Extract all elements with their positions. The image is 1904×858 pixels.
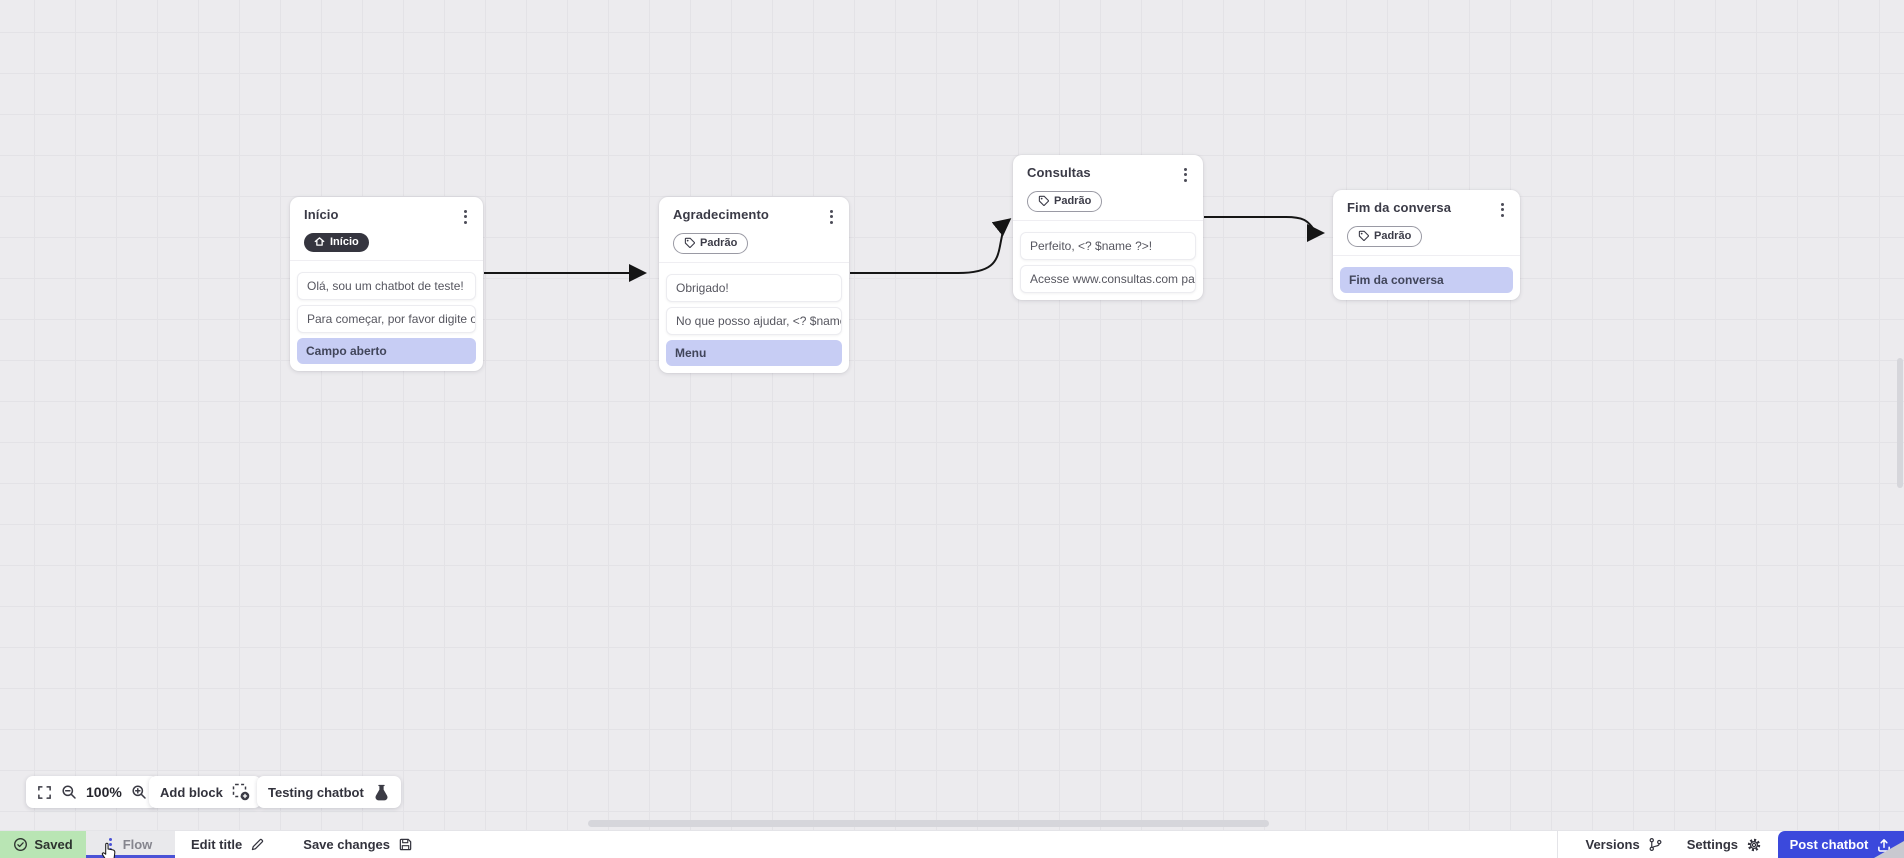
node-menu-icon[interactable] (1182, 165, 1189, 185)
node-divider (1013, 219, 1203, 221)
edit-title-label: Edit title (191, 837, 243, 852)
zoom-out-icon[interactable] (61, 784, 77, 800)
zoom-level: 100% (86, 784, 122, 800)
node-badge: Início (304, 232, 369, 252)
node-badge-label: Padrão (1374, 229, 1412, 242)
pencil-icon (250, 837, 265, 852)
testing-chatbot-label: Testing chatbot (268, 784, 364, 800)
node-badge: Padrão (673, 232, 749, 254)
node-message-row[interactable]: Obrigado! (666, 273, 842, 302)
branch-icon (1648, 837, 1663, 852)
edit-title-button[interactable]: Edit title (191, 831, 265, 858)
node-message-row[interactable]: Para começar, por favor digite o ... (297, 305, 476, 334)
node-title: Consultas (1027, 165, 1091, 180)
node-divider (1333, 254, 1520, 256)
connection-agradecimento-to-consultas (850, 218, 1012, 274)
node-badge: Padrão (1027, 190, 1103, 212)
node-title: Início (304, 207, 339, 222)
settings-label: Settings (1686, 837, 1738, 852)
active-tab-indicator (86, 855, 175, 858)
bottom-bar: Saved Flow Edit title Save changes Versi… (0, 830, 1904, 858)
node-action-row[interactable]: Fim da conversa (1340, 266, 1513, 293)
tag-icon (1358, 230, 1369, 242)
tag-icon (684, 237, 695, 249)
node-message-row[interactable]: No que posso ajudar, <? $name ... (666, 306, 842, 335)
home-icon (314, 237, 325, 247)
versions-button[interactable]: Versions (1558, 831, 1663, 858)
flask-icon (373, 784, 390, 801)
node-message-row[interactable]: Perfeito, <? $name ?>! (1020, 231, 1196, 260)
node-divider (290, 260, 483, 262)
node-badge-label: Padrão (1054, 194, 1092, 207)
node-menu-icon[interactable] (462, 207, 469, 227)
zoom-in-icon[interactable] (131, 784, 147, 800)
versions-label: Versions (1585, 837, 1640, 852)
corner-fold (1874, 841, 1904, 858)
tab-flow[interactable]: Flow (86, 831, 175, 858)
saved-status-badge: Saved (0, 831, 86, 858)
tag-icon (1038, 195, 1049, 207)
vertical-scrollbar[interactable] (1897, 358, 1903, 488)
node-badge-label: Início (330, 235, 359, 248)
node-badge: Padrão (1347, 225, 1423, 247)
node-title: Agradecimento (673, 207, 769, 222)
save-changes-button[interactable]: Save changes (303, 831, 413, 858)
horizontal-scrollbar[interactable] (588, 820, 1269, 827)
testing-chatbot-button[interactable]: Testing chatbot (257, 776, 401, 808)
node-divider (659, 261, 849, 263)
drag-handle-icon[interactable] (108, 836, 112, 853)
saved-label: Saved (34, 837, 73, 852)
add-block-button[interactable]: Add block (149, 776, 261, 808)
fullscreen-icon[interactable] (37, 785, 52, 800)
node-action-row[interactable]: Campo aberto (297, 338, 476, 365)
check-circle-icon (13, 837, 28, 852)
node-action-row[interactable]: Menu (666, 339, 842, 366)
zoom-controls: 100% (26, 776, 158, 808)
node-menu-icon[interactable] (828, 207, 835, 227)
node-menu-icon[interactable] (1499, 200, 1506, 220)
add-block-label: Add block (160, 784, 223, 800)
node-title: Fim da conversa (1347, 200, 1452, 215)
save-changes-label: Save changes (303, 837, 390, 852)
node-badge-label: Padrão (700, 236, 738, 249)
save-icon (398, 837, 413, 852)
settings-button[interactable]: Settings (1663, 831, 1762, 858)
gear-icon (1746, 837, 1762, 853)
node-message-row[interactable]: Olá, sou um chatbot de teste! (297, 272, 476, 301)
connection-consultas-to-fim-da-conversa (1204, 216, 1325, 242)
add-block-icon (232, 783, 250, 801)
node-message-row[interactable]: Acesse www.consultas.com par... (1020, 264, 1196, 293)
bottom-bar-divider (1556, 831, 1558, 858)
flow-tab-label: Flow (122, 837, 153, 852)
post-chatbot-label: Post chatbot (1789, 837, 1869, 852)
